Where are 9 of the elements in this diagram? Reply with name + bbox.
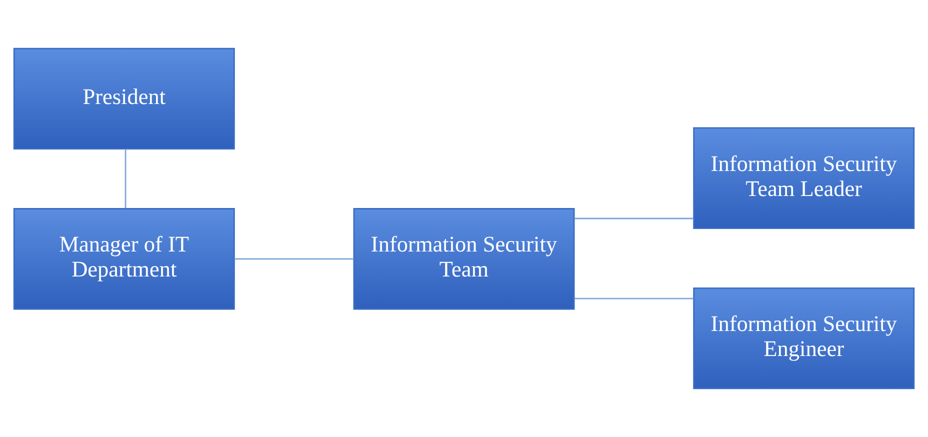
node-box: President <box>13 48 235 150</box>
connector <box>574 218 694 220</box>
node-box: Manager of IT Department <box>13 208 235 310</box>
node-box: Information Security Engineer <box>693 287 915 390</box>
connector <box>234 258 354 260</box>
connector <box>124 148 126 208</box>
node-box: Information Security Team Leader <box>693 127 915 229</box>
connector <box>574 298 694 300</box>
node-box: Information Security Team <box>353 208 575 310</box>
